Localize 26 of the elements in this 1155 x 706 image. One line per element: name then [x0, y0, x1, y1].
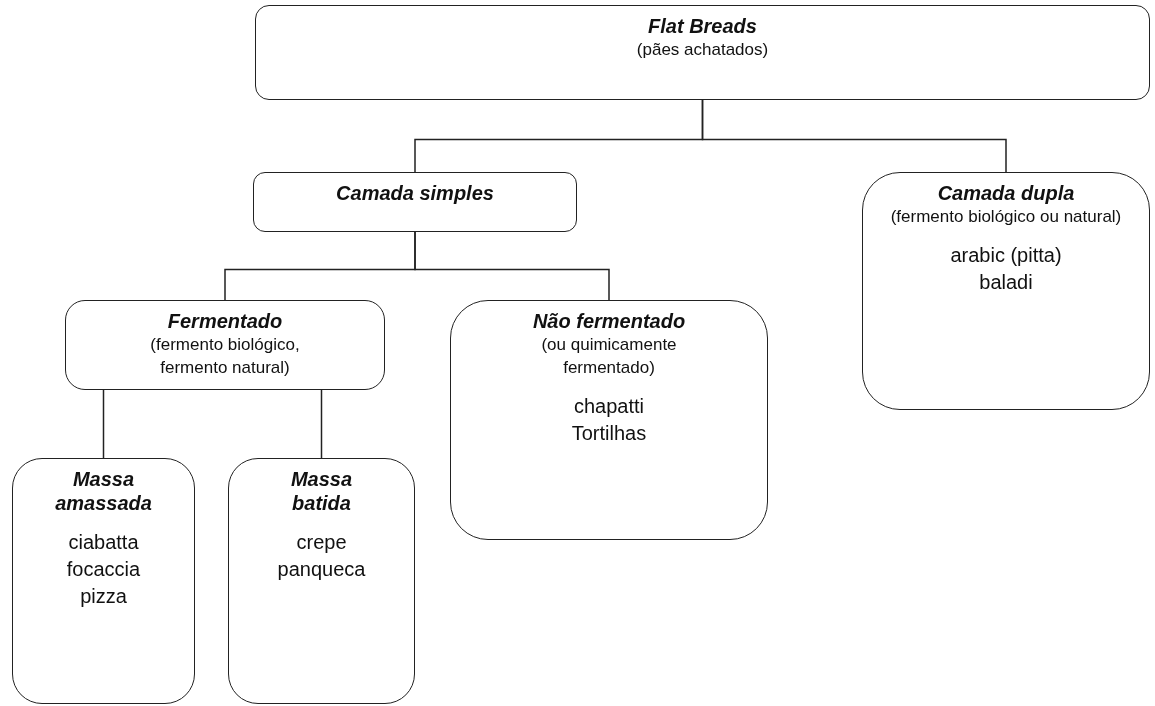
node-title: Camada simples	[336, 181, 494, 205]
rounded-box	[228, 458, 415, 704]
example-list: chapatti Tortilhas	[554, 393, 664, 447]
node-title: Fermentado	[167, 309, 283, 333]
example-list: ciabatta focaccia pizza	[53, 529, 154, 610]
rounded-box	[450, 300, 768, 540]
node-subtitle: (fermento biológico ou natural)	[889, 206, 1123, 228]
example-list: crepe panqueca	[271, 529, 372, 583]
rounded-box	[253, 172, 577, 232]
node-title: Flat Breads	[648, 14, 757, 38]
node-subtitle: (fermento biológico, fermento natural)	[149, 334, 301, 379]
rounded-box	[65, 300, 385, 390]
node-title: Massa batida	[289, 467, 354, 515]
connector-line	[320, 389, 323, 459]
rounded-box	[255, 5, 1150, 100]
connector-line	[414, 231, 610, 301]
node-subtitle: (ou quimicamente fermentado)	[540, 334, 678, 379]
node-subtitle: (pães achatados)	[636, 39, 769, 61]
connector-line	[102, 389, 105, 459]
node-title: Massa amassada	[54, 467, 153, 515]
connector-line	[701, 99, 1007, 173]
node-title: Não fermentado	[532, 309, 686, 333]
rounded-box	[12, 458, 195, 704]
node-title: Camada dupla	[937, 181, 1075, 205]
example-list: arabic (pitta) baladi	[926, 242, 1086, 296]
rounded-box	[862, 172, 1150, 410]
